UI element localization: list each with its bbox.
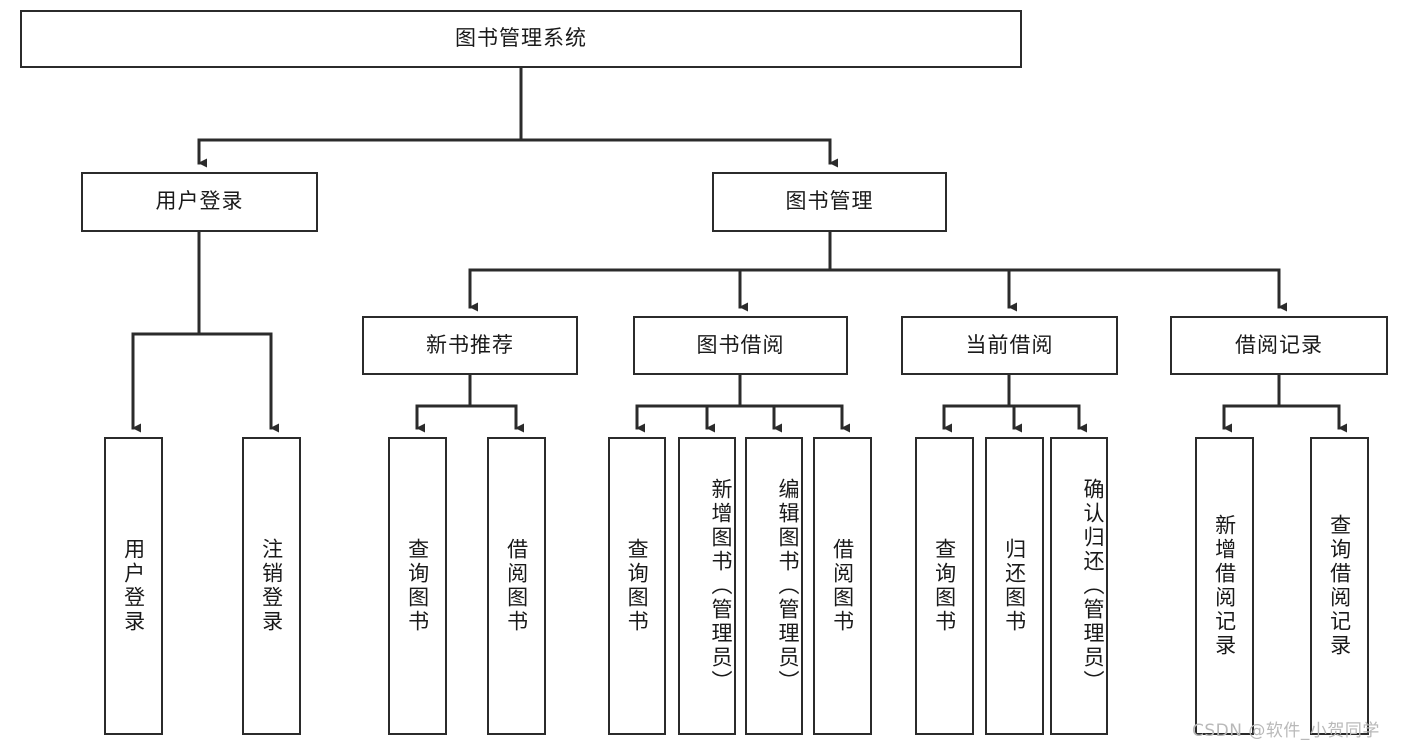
node-user-login[interactable]: 用户登录 — [81, 172, 318, 232]
node-query-book-borrow[interactable]: 查询图书 — [608, 437, 666, 735]
node-add-book-admin[interactable]: 新增图书（管理员） — [678, 437, 736, 735]
node-logout-action[interactable]: 注销登录 — [242, 437, 301, 735]
node-return-book[interactable]: 归还图书 — [985, 437, 1044, 735]
node-query-book-current[interactable]: 查询图书 — [915, 437, 974, 735]
node-book-management-system[interactable]: 图书管理系统 — [20, 10, 1022, 68]
node-query-book-recommend[interactable]: 查询图书 — [388, 437, 447, 735]
node-borrow-book-recommend[interactable]: 借阅图书 — [487, 437, 546, 735]
node-new-book-recommend[interactable]: 新书推荐 — [362, 316, 578, 375]
node-borrow-book-action[interactable]: 借阅图书 — [813, 437, 872, 735]
node-user-login-action[interactable]: 用户登录 — [104, 437, 163, 735]
node-book-management[interactable]: 图书管理 — [712, 172, 947, 232]
node-query-borrow-record[interactable]: 查询借阅记录 — [1310, 437, 1369, 735]
node-add-borrow-record[interactable]: 新增借阅记录 — [1195, 437, 1254, 735]
node-book-borrow[interactable]: 图书借阅 — [633, 316, 848, 375]
node-edit-book-admin[interactable]: 编辑图书（管理员） — [745, 437, 803, 735]
csdn-watermark: CSDN @软件_小贺同学 — [1192, 721, 1380, 741]
node-borrow-record[interactable]: 借阅记录 — [1170, 316, 1388, 375]
node-current-borrow[interactable]: 当前借阅 — [901, 316, 1118, 375]
node-confirm-return-admin[interactable]: 确认归还（管理员） — [1050, 437, 1108, 735]
